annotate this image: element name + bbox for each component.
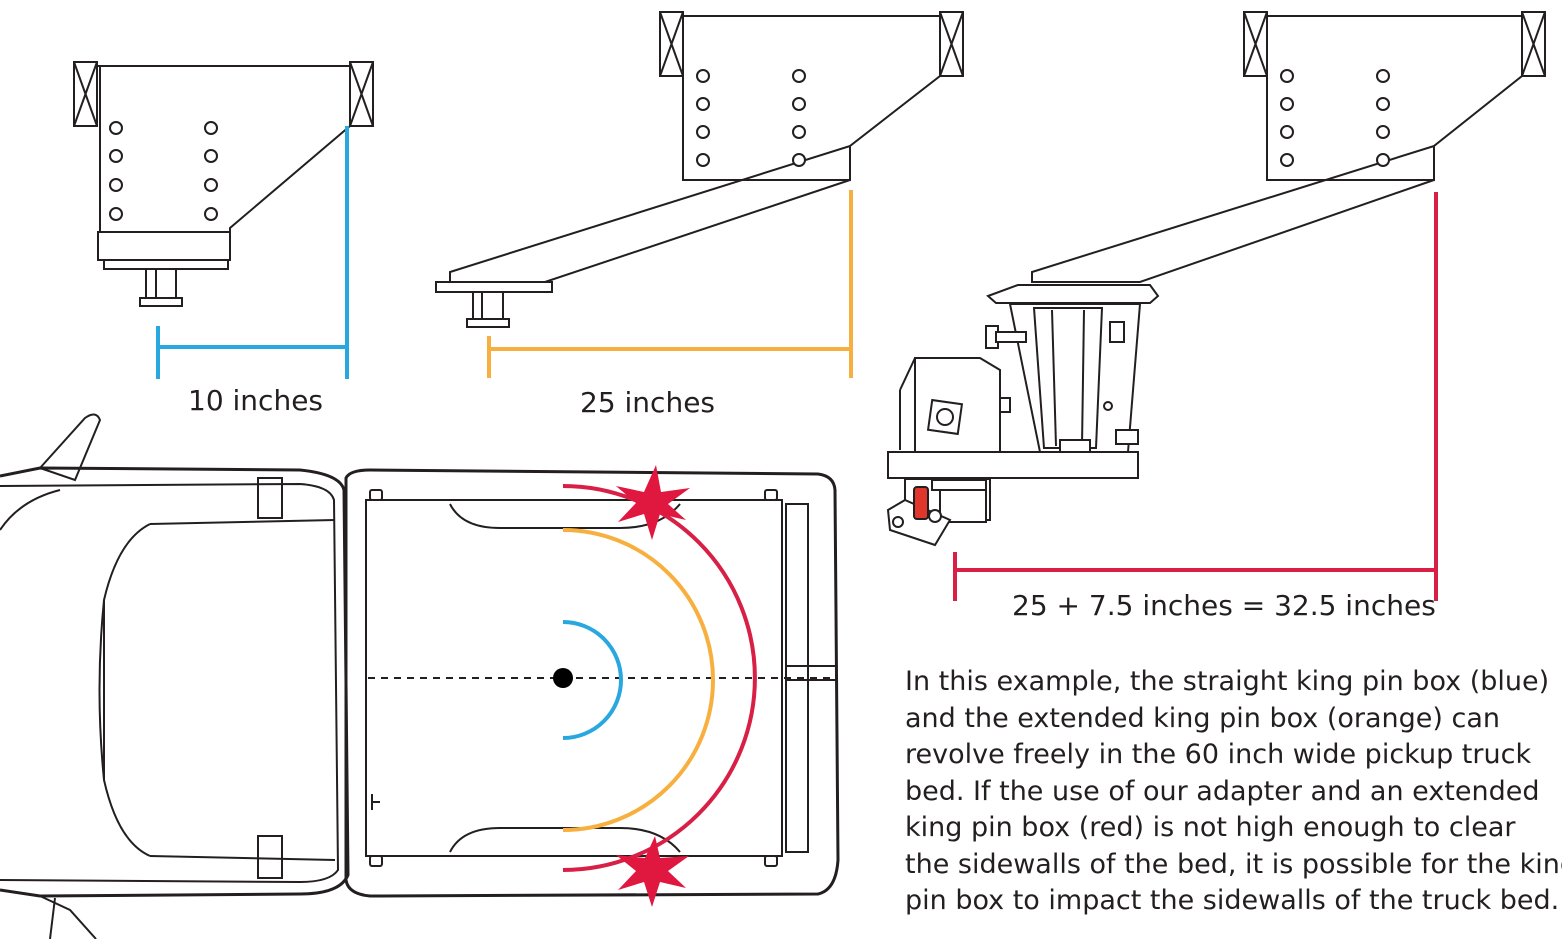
description-line: In this example, the straight king pin b… [905, 666, 1550, 697]
bolt-holes [696, 69, 806, 167]
straight-dimension-label: 10 inches [188, 384, 324, 417]
impact-burst-top [616, 465, 690, 540]
king-pin-center [553, 668, 573, 688]
extended-swing-arc [562, 528, 715, 832]
adapter-dimension-label: 25 + 7.5 inches = 32.5 inches [1012, 589, 1436, 622]
description-line: bed. If the use of our adapter and an ex… [905, 775, 1540, 807]
side-mirror-bottom [39, 895, 97, 939]
side-mirror-top [38, 413, 102, 482]
straight-swing-arc [562, 620, 623, 740]
truck-bed-floor [365, 499, 783, 857]
extended-king-pin-box [435, 11, 964, 328]
description-line: the sidewalls of the bed, it is possible… [905, 848, 1562, 880]
description-line: king pin box (red) is not high enough to… [905, 812, 1516, 843]
bolt-holes [1280, 69, 1390, 167]
pickup-truck-top-view [0, 413, 840, 939]
impact-burst-bottom [616, 836, 689, 907]
adapter-king-pin-box [1031, 11, 1546, 283]
extended-dimension-line [487, 190, 853, 378]
adapter-flange [986, 284, 1160, 304]
bolt-holes [109, 121, 218, 221]
extended-dimension-label: 25 inches [580, 386, 716, 419]
pin-box-body [1031, 15, 1523, 283]
adapter-handle [913, 486, 929, 520]
description-text: In this example, the straight king pin b… [905, 664, 1562, 920]
description-line: revolve freely in the 60 inch wide picku… [905, 739, 1532, 770]
description-line: and the extended king pin box (orange) c… [905, 702, 1501, 734]
truck-cab [0, 466, 350, 898]
windshield [103, 523, 151, 857]
description-line: pin box to impact the sidewalls of the t… [905, 885, 1560, 916]
pin-box-body [97, 65, 351, 233]
adapter-dimension-line [953, 192, 1438, 601]
truck-bed-outer [344, 468, 840, 898]
adapter-assembly [886, 284, 1160, 547]
pin-box-body [449, 15, 941, 283]
adapter-base [887, 451, 1139, 479]
straight-king-pin-box [73, 61, 374, 307]
straight-dimension-line [156, 126, 349, 379]
